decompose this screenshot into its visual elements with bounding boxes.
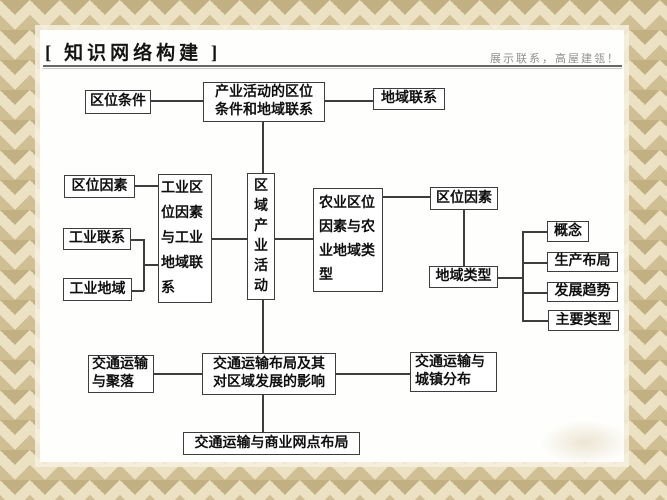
connector-factors-industry [135, 185, 158, 187]
node-main-types: 主要类型 [548, 310, 619, 331]
node-core-regional-industry-activity: 区域产业活动 [247, 173, 275, 300]
node-concept: 概念 [547, 221, 589, 242]
node-agri-region-types: 地域类型 [429, 266, 498, 288]
connector-core-transport [262, 300, 264, 353]
connector-overview-core [262, 121, 264, 174]
node-industrial-location-factors: 区位因素 [64, 175, 135, 198]
connector-trunk-trends [522, 292, 547, 294]
connector-right-trunk [522, 231, 524, 321]
node-location-conditions: 区位条件 [85, 90, 151, 114]
node-territorial-links: 地域联系 [373, 88, 445, 110]
node-transport-settlements: 交通运输与聚落 [88, 355, 154, 393]
node-industry-main: 工业区位因素与工业地域联系 [158, 174, 212, 303]
page-title: [ 知识网络构建 ] [45, 43, 222, 64]
connector-core-agriculture [275, 238, 313, 240]
node-development-trends: 发展趋势 [547, 282, 618, 302]
connector-layout-commercial [262, 395, 264, 432]
connector-factors-regiontypes [463, 210, 465, 266]
connector-overview-territorial [325, 100, 373, 102]
connector-regiontypes-trunk [498, 277, 523, 279]
node-transport-layout-impact: 交通运输布局及其对区域发展的影响 [202, 353, 336, 395]
connector-agriculture-factors [383, 196, 430, 198]
connector-industry-core [212, 238, 247, 240]
connector-trunk-types [522, 320, 548, 322]
connector-conditions-overview [151, 100, 203, 102]
node-production-layout: 生产布局 [547, 252, 618, 272]
connector-trunk-concept [522, 231, 547, 233]
connector-trunk-production [522, 262, 547, 264]
connector-layout-towns [336, 373, 410, 375]
node-industrial-links: 工业联系 [63, 228, 131, 250]
connector-join-industry [143, 264, 158, 266]
header-slogan: 展示联系，高屋建瓴！ [490, 53, 620, 65]
node-transport-towns: 交通运输与城镇分布 [410, 352, 497, 392]
connector-links-stub [131, 239, 144, 241]
header-divider [43, 65, 622, 69]
node-transport-commercial: 交通运输与商业网点布局 [183, 432, 360, 455]
connector-regions-stub [132, 290, 144, 292]
connector-settlements-layout [154, 373, 202, 375]
node-agri-location-factors: 区位因素 [430, 187, 498, 210]
node-agriculture-main: 农业区位因素与农业地域类型 [313, 188, 383, 292]
node-industry-activity-overview: 产业活动的区位条件和地域联系 [203, 82, 325, 122]
node-industrial-regions: 工业地域 [63, 278, 132, 301]
